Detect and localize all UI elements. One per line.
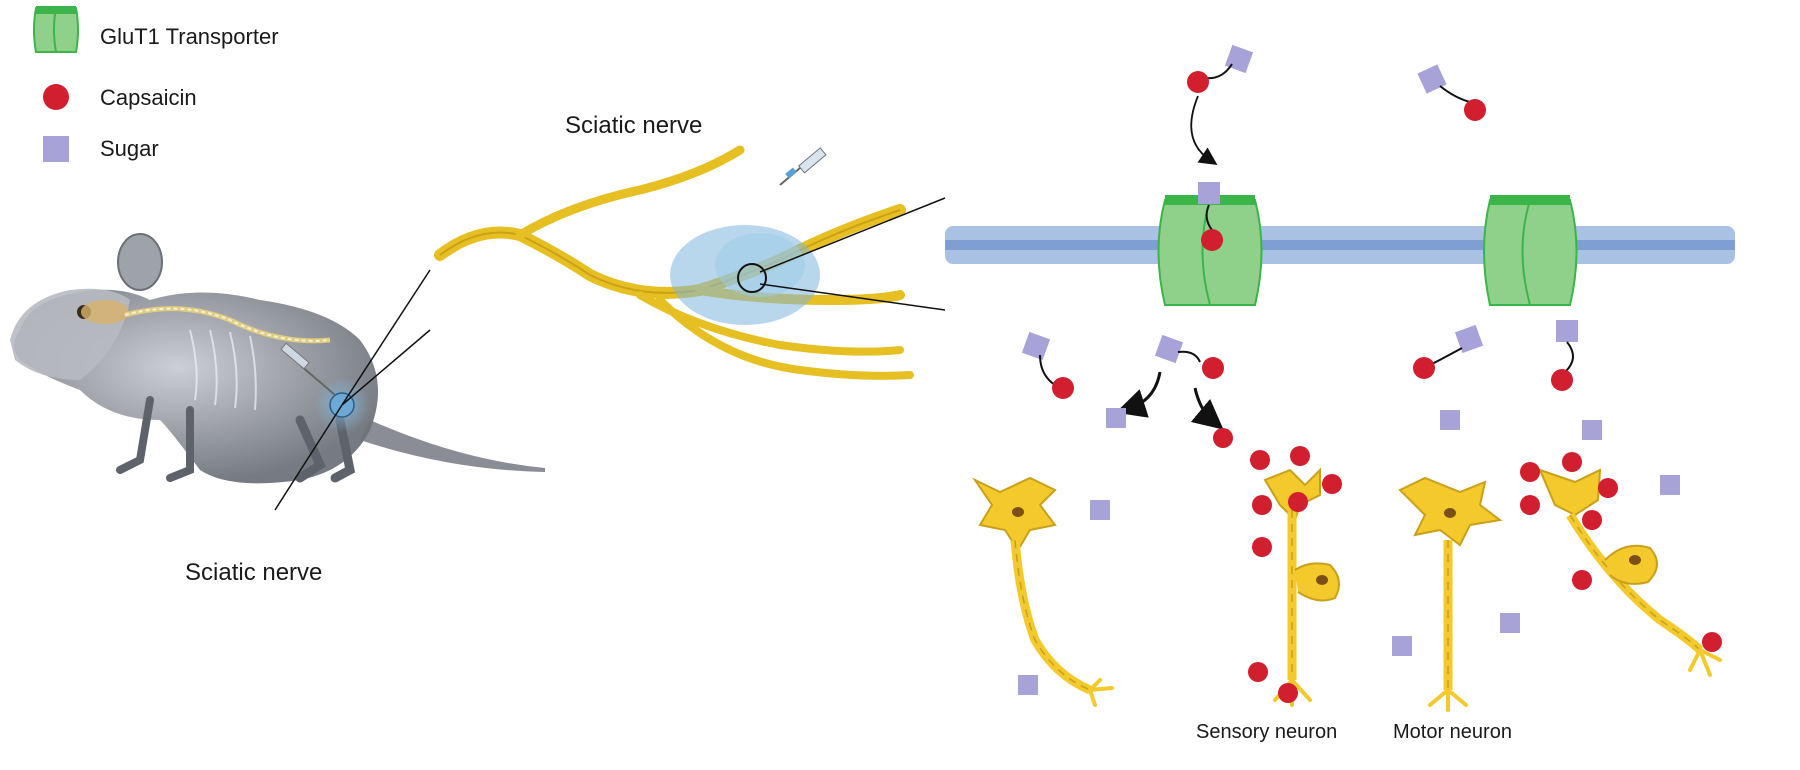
transporter-legend-icon	[33, 6, 79, 53]
glut1-transporter-bound	[1157, 182, 1263, 306]
sciatic-nerve-zoom	[434, 145, 946, 380]
capsaicin-in-transporter	[1201, 229, 1223, 251]
sugar-in-transporter	[1198, 182, 1220, 204]
conjugate-top-right	[1417, 64, 1486, 121]
sensory-neuron-label: Sensory neuron	[1196, 721, 1337, 743]
conjugate-below-1	[1021, 331, 1074, 399]
legend-transporter-label: GluT1 Transporter	[100, 24, 279, 49]
conjugate-below-2	[1154, 334, 1224, 379]
sciatic-nerve-label-top: Sciatic nerve	[565, 112, 702, 139]
capsaicin-legend-icon	[43, 84, 69, 110]
bound-capsaicin-sensory	[1248, 446, 1342, 703]
conjugate-below-3	[1413, 324, 1484, 379]
free-sugars	[1018, 408, 1680, 695]
bound-capsaicin-neuron-4	[1520, 452, 1722, 652]
sensory-neuron-drawing	[1248, 446, 1342, 707]
uptake-arrow	[1190, 95, 1218, 165]
legend-capsaicin-label: Capsaicin	[100, 85, 197, 110]
neuron-4	[1520, 452, 1722, 677]
cleavage-arrow-right	[1190, 387, 1224, 430]
neuron-1	[972, 476, 1114, 707]
syringe-icon	[280, 342, 336, 396]
conjugate-below-4	[1551, 320, 1578, 391]
syringe-zoom-icon	[779, 147, 827, 186]
legend: GluT1 Transporter Capsaicin Sugar	[33, 6, 279, 162]
free-capsaicin	[1213, 428, 1233, 448]
sugar-legend-icon	[43, 136, 69, 162]
glut1-transporter-empty	[1483, 195, 1578, 306]
rat-illustration	[10, 233, 545, 511]
motor-neuron-drawing	[1398, 476, 1503, 712]
cell-membrane	[945, 226, 1735, 264]
motor-neuron-label: Motor neuron	[1393, 721, 1512, 743]
cleavage-arrow-left	[1115, 371, 1162, 418]
legend-sugar-label: Sugar	[100, 136, 159, 161]
sciatic-nerve-label-bottom: Sciatic nerve	[185, 559, 322, 586]
conjugate-top-left	[1187, 44, 1254, 93]
